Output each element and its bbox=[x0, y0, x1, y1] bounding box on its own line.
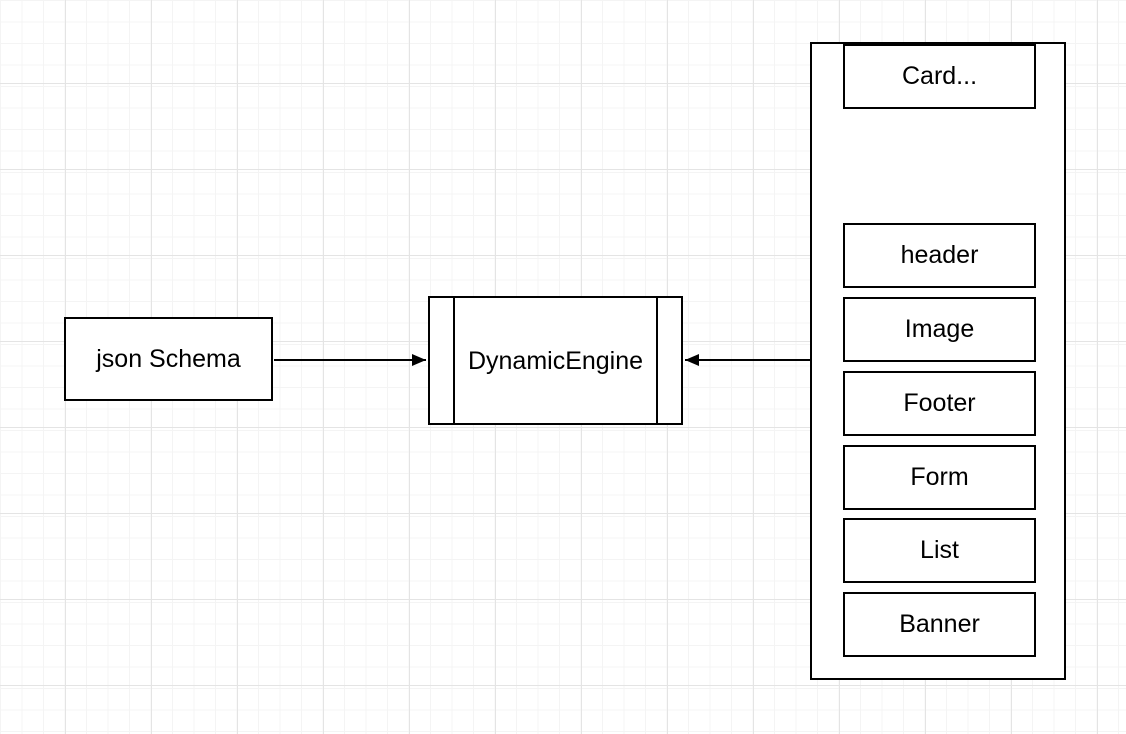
component-box-card: Card... bbox=[843, 44, 1036, 109]
component-box-image: Image bbox=[843, 297, 1036, 362]
node-dynamic-engine-label: DynamicEngine bbox=[467, 346, 644, 375]
process-bar-right bbox=[656, 298, 658, 423]
component-label: List bbox=[920, 536, 959, 564]
process-bar-left bbox=[453, 298, 455, 423]
node-json-schema-label: json Schema bbox=[96, 345, 241, 373]
node-dynamic-engine: DynamicEngine bbox=[428, 296, 683, 425]
component-box-list: List bbox=[843, 518, 1036, 583]
component-label: Card... bbox=[901, 62, 978, 90]
component-label: header bbox=[900, 241, 979, 269]
component-box-header: header bbox=[843, 223, 1036, 288]
component-box-footer: Footer bbox=[843, 371, 1036, 436]
component-label: Footer bbox=[903, 389, 976, 417]
component-label: Form bbox=[910, 463, 969, 491]
component-label: Image bbox=[904, 315, 975, 343]
container-material-center: 组件物料中心 header Image Footer Form List Ban… bbox=[810, 42, 1066, 680]
node-json-schema: json Schema bbox=[64, 317, 273, 401]
component-box-form: Form bbox=[843, 445, 1036, 510]
component-box-banner: Banner bbox=[843, 592, 1036, 657]
component-label: Banner bbox=[899, 610, 980, 638]
